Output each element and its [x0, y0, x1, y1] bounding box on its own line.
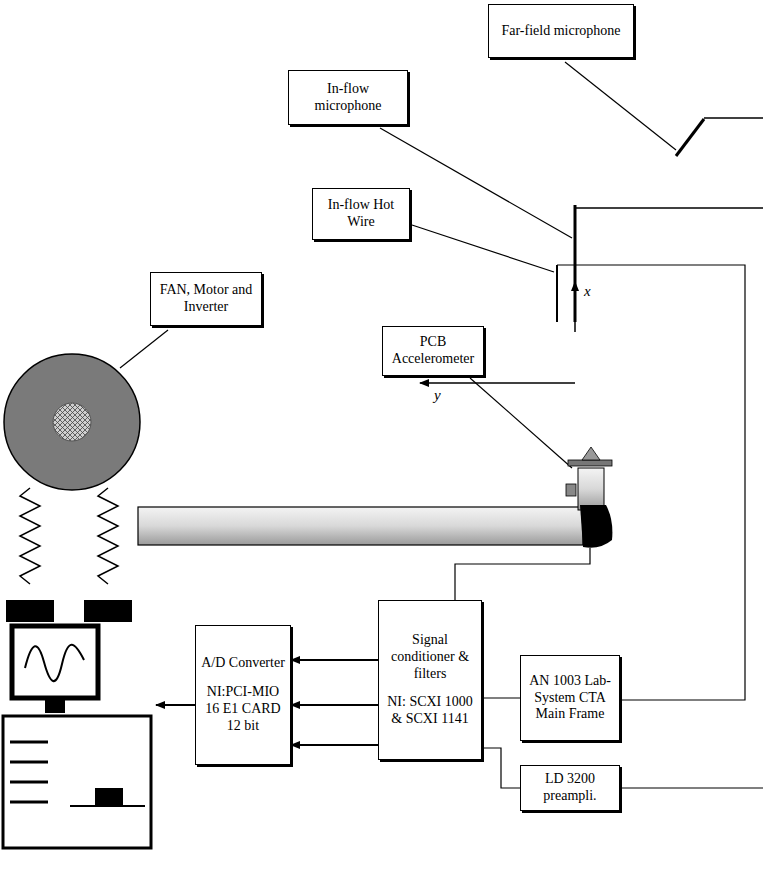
- axis-label: y: [434, 388, 441, 403]
- label-box: In-flow Hot Wire: [312, 188, 410, 240]
- label-box: FAN, Motor and Inverter: [150, 272, 262, 326]
- box-text: FAN, Motor and Inverter: [156, 282, 256, 316]
- accelerometer: [566, 484, 576, 496]
- conditioner-box: Signal conditioner & filtersNI: SCXI 100…: [378, 600, 482, 760]
- box-text: Signal conditioner & filters: [384, 632, 476, 682]
- label-box: Far-field microphone: [488, 4, 634, 58]
- axis-label: x: [584, 284, 591, 299]
- y-axis: [420, 382, 575, 384]
- fan: [4, 354, 140, 622]
- box-text: LD 3200 preampli.: [526, 771, 614, 805]
- preamp-box: LD 3200 preampli.: [520, 765, 620, 811]
- box-text: NI:PCI-MIO 16 E1 CARD 12 bit: [201, 684, 285, 734]
- duct: [138, 447, 612, 548]
- label-box: PCB Accelerometer: [382, 326, 484, 376]
- computer: [3, 626, 151, 848]
- anemometer-box: AN 1003 Lab-System CTA Main Frame: [520, 655, 620, 741]
- x-axis: [574, 282, 576, 332]
- box-text: A/D Converter: [201, 655, 285, 672]
- signal-wire: [482, 748, 520, 788]
- converter-box: A/D ConverterNI:PCI-MIO 16 E1 CARD 12 bi…: [195, 625, 291, 765]
- signal-arrow: [291, 704, 378, 706]
- microphone-symbol: [676, 119, 704, 156]
- signal-wire: [482, 697, 520, 698]
- box-text: NI: SCXI 1000 & SCXI 1141: [384, 694, 476, 728]
- hot-wire-probe: [556, 265, 558, 322]
- label-box: In-flow microphone: [288, 70, 408, 125]
- signal-arrow: [291, 659, 378, 661]
- box-text: PCB Accelerometer: [388, 334, 478, 368]
- box-text: In-flow Hot Wire: [318, 197, 404, 231]
- box-text: Far-field microphone: [501, 23, 620, 40]
- data-arrow: [156, 704, 195, 706]
- box-text: In-flow microphone: [294, 81, 402, 115]
- box-text: AN 1003 Lab-System CTA Main Frame: [526, 673, 614, 723]
- signal-arrow: [291, 744, 378, 746]
